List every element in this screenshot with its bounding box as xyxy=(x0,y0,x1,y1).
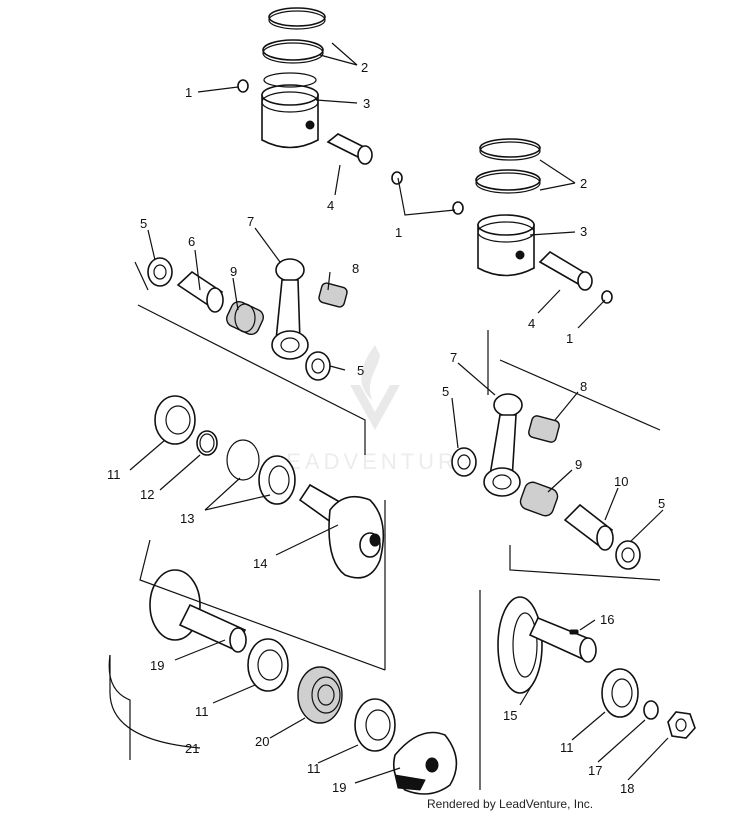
callout-2: 2 xyxy=(580,176,587,191)
needle-bearing-9-left xyxy=(226,300,264,336)
callout-5: 5 xyxy=(140,216,147,231)
leadventure-watermark: LEADVENTURE xyxy=(270,345,477,474)
callout-13: 13 xyxy=(180,511,194,526)
callout-11: 11 xyxy=(107,467,121,482)
callout-8: 8 xyxy=(352,261,359,276)
callout-1: 1 xyxy=(395,225,402,240)
callout-labels: 1 2 3 4 1 2 3 4 1 5 6 7 8 9 5 7 8 5 9 10… xyxy=(107,60,665,796)
crankshaft-flywheel-19-upper xyxy=(149,569,247,653)
callout-2: 2 xyxy=(361,60,368,75)
callout-8: 8 xyxy=(580,379,587,394)
callout-15: 15 xyxy=(503,708,517,723)
wrist-pin-right xyxy=(538,250,593,291)
bearing-sleeve-10 xyxy=(563,503,614,551)
crankshaft-half-14 xyxy=(298,483,385,579)
watermark-text: LEADVENTURE xyxy=(270,449,477,474)
needle-bearing-8-right xyxy=(528,415,560,443)
callout-18: 18 xyxy=(620,781,634,796)
callout-4: 4 xyxy=(528,316,535,331)
callout-5: 5 xyxy=(442,384,449,399)
footer-credit: Rendered by LeadVenture, Inc. xyxy=(427,797,594,811)
leader-lines xyxy=(109,42,669,784)
callout-9: 9 xyxy=(575,457,582,472)
callout-4: 4 xyxy=(327,198,334,213)
circlip-right-a xyxy=(452,201,464,215)
needle-bearing-9-right xyxy=(519,481,559,517)
connecting-rod-left xyxy=(271,258,309,360)
crankshaft-flywheel-19-lower xyxy=(392,731,458,795)
bearing-sleeve-6 xyxy=(176,270,224,313)
callout-3: 3 xyxy=(363,96,370,111)
connecting-rod-right xyxy=(483,393,523,497)
callout-7: 7 xyxy=(450,350,457,365)
assembly-outline-lines xyxy=(108,261,661,790)
callout-3: 3 xyxy=(580,224,587,239)
nut-18 xyxy=(667,711,696,739)
labyrinth-seal-20 xyxy=(297,666,343,724)
woodruff-key-16 xyxy=(569,629,579,635)
callout-1: 1 xyxy=(185,85,192,100)
piston-left xyxy=(261,72,319,149)
thrust-washer-left-upper xyxy=(147,257,173,287)
wrist-pin-left xyxy=(326,133,403,185)
callout-19: 19 xyxy=(150,658,164,673)
callout-7: 7 xyxy=(247,214,254,229)
callout-21: 21 xyxy=(185,741,199,756)
callout-20: 20 xyxy=(255,734,269,749)
callout-6: 6 xyxy=(188,234,195,249)
main-bearing-11-upper xyxy=(154,395,196,445)
callout-9: 9 xyxy=(230,264,237,279)
crankshaft-half-15 xyxy=(497,596,597,694)
callout-5: 5 xyxy=(658,496,665,511)
callout-10: 10 xyxy=(614,474,628,489)
piston-rings-left xyxy=(262,7,326,64)
callout-11: 11 xyxy=(195,704,209,719)
circlip-left xyxy=(237,79,249,93)
callout-14: 14 xyxy=(253,556,267,571)
thrust-washer-right-upper xyxy=(451,447,477,477)
snap-ring-12 xyxy=(196,430,218,456)
thrust-washer-left-lower xyxy=(305,351,331,381)
snap-rings-13 xyxy=(226,439,296,505)
needle-bearing-8-left xyxy=(318,282,348,308)
callout-17: 17 xyxy=(588,763,602,778)
callout-11: 11 xyxy=(560,740,574,755)
main-bearing-11-right xyxy=(601,668,639,718)
thrust-washer-right-lower xyxy=(615,540,641,570)
main-bearing-11-lower-b xyxy=(354,698,396,752)
callout-19: 19 xyxy=(332,780,346,795)
piston-rings-right xyxy=(475,138,541,194)
washer-17 xyxy=(643,700,659,720)
callout-11: 11 xyxy=(307,761,321,776)
main-bearing-11-lower-a xyxy=(247,638,289,692)
callout-12: 12 xyxy=(140,487,154,502)
callout-1: 1 xyxy=(566,331,573,346)
callout-16: 16 xyxy=(600,612,614,627)
callout-5: 5 xyxy=(357,363,364,378)
piston-right xyxy=(477,214,535,277)
